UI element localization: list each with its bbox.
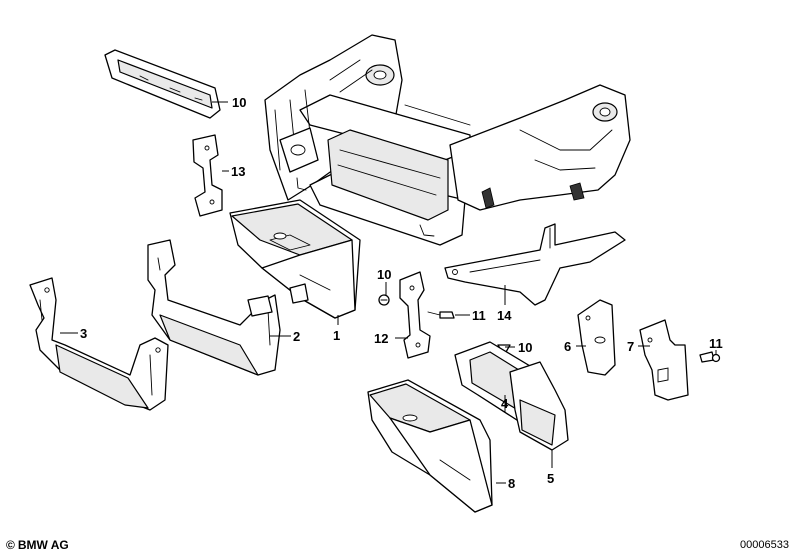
callout-3: 3 (80, 326, 87, 341)
callout-5: 5 (547, 471, 554, 486)
part-14-bracket (444, 223, 626, 306)
callout-8: 8 (508, 476, 515, 491)
diagram-code: 00006533 (740, 539, 789, 551)
part-2-air-deflector (147, 239, 281, 376)
callout-10-lower: 10 (518, 340, 532, 355)
callout-6: 6 (564, 339, 571, 354)
callout-2: 2 (293, 329, 300, 344)
callout-11-lower: 11 (709, 336, 723, 351)
part-5-duct (509, 361, 569, 451)
part-1-air-duct (229, 199, 361, 319)
part-8-lower-duct (367, 379, 493, 513)
callout-1: 1 (333, 328, 340, 343)
leader-lines (60, 101, 717, 484)
callout-10-upper: 10 (377, 267, 391, 282)
callout-labels: 10 13 1 2 3 10 11 12 14 10 4 5 6 7 11 8 (80, 95, 723, 491)
callout-9: 10 (232, 95, 246, 110)
part-3-air-guide (29, 277, 169, 411)
part-9-top-panel (104, 49, 221, 119)
callout-14: 14 (497, 308, 512, 323)
fastener-10a (378, 294, 390, 306)
footer-brand: © BMW AG (6, 538, 69, 552)
callout-13: 13 (231, 164, 245, 179)
part-12-bracket (399, 271, 431, 359)
callout-7: 7 (627, 339, 634, 354)
part-6-side-plate (577, 299, 616, 376)
fastener-11a (427, 311, 455, 319)
callout-11-upper: 11 (472, 308, 486, 323)
callout-4: 4 (501, 396, 509, 411)
callout-12: 12 (374, 331, 388, 346)
copyright-symbol: © (6, 538, 15, 552)
front-body-structure (264, 34, 631, 246)
brand-name: BMW AG (17, 538, 69, 552)
fastener-11b (699, 351, 721, 363)
part-13-bracket (192, 134, 223, 217)
part-7-side-plate (639, 319, 689, 401)
